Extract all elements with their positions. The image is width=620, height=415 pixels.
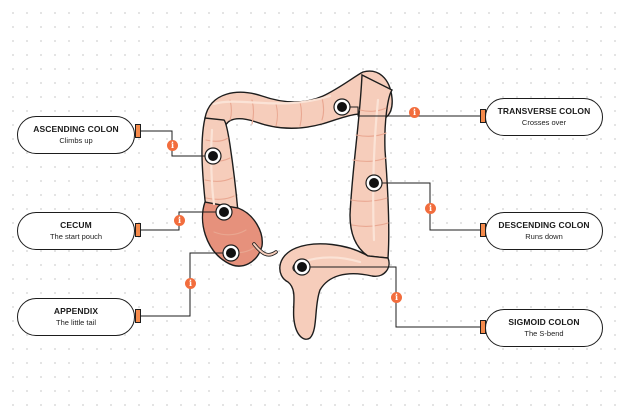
transverse-colon-label[interactable]: TRANSVERSE COLON Crosses over (485, 98, 603, 136)
ascending-colon-label[interactable]: ASCENDING COLON Climbs up (17, 116, 135, 154)
sigmoid-colon-title: SIGMOID COLON (508, 317, 580, 327)
sigmoid-colon-subtitle: The S-bend (524, 329, 564, 338)
transverse-marker (333, 98, 351, 116)
appendix-label[interactable]: APPENDIX The little tail (17, 298, 135, 336)
colon-illustration (201, 70, 394, 340)
descending-colon-label[interactable]: DESCENDING COLON Runs down (485, 212, 603, 250)
ascending-colon-subtitle: Climbs up (59, 136, 93, 145)
transverse-info-icon[interactable]: i (409, 107, 420, 118)
cecum-title: CECUM (60, 220, 92, 230)
cecum-label-tab (135, 223, 141, 237)
sigmoid-info-icon[interactable]: i (391, 292, 402, 303)
ascending-marker (204, 147, 222, 165)
cecum-marker (215, 203, 233, 221)
appendix-fill (253, 243, 277, 256)
descending-info-icon[interactable]: i (425, 203, 436, 214)
transverse-colon-shape (204, 70, 393, 132)
appendix-info-icon[interactable]: i (185, 278, 196, 289)
marker-dots (204, 98, 383, 276)
ascending-label-tab (135, 124, 141, 138)
ascending-info-icon[interactable]: i (167, 140, 178, 151)
descending-marker (365, 174, 383, 192)
descending-colon-title: DESCENDING COLON (498, 220, 590, 230)
appendix-label-tab (135, 309, 141, 323)
cecum-subtitle: The start pouch (49, 232, 103, 241)
appendix-marker (222, 244, 240, 262)
transverse-colon-subtitle: Crosses over (521, 118, 567, 127)
descending-colon-subtitle: Runs down (525, 232, 563, 241)
cecum-label[interactable]: CECUM The start pouch (17, 212, 135, 250)
appendix-title: APPENDIX (53, 306, 99, 316)
cecum-shape (201, 201, 263, 267)
sigmoid-colon-label[interactable]: SIGMOID COLON The S-bend (485, 309, 603, 347)
sigmoid-marker (293, 258, 311, 276)
transverse-colon-title: TRANSVERSE COLON (497, 106, 591, 116)
ascending-colon-title: ASCENDING COLON (33, 124, 119, 134)
appendix-subtitle: The little tail (55, 318, 97, 327)
cecum-info-icon[interactable]: i (174, 215, 185, 226)
ascending-colon-shape (201, 117, 239, 216)
